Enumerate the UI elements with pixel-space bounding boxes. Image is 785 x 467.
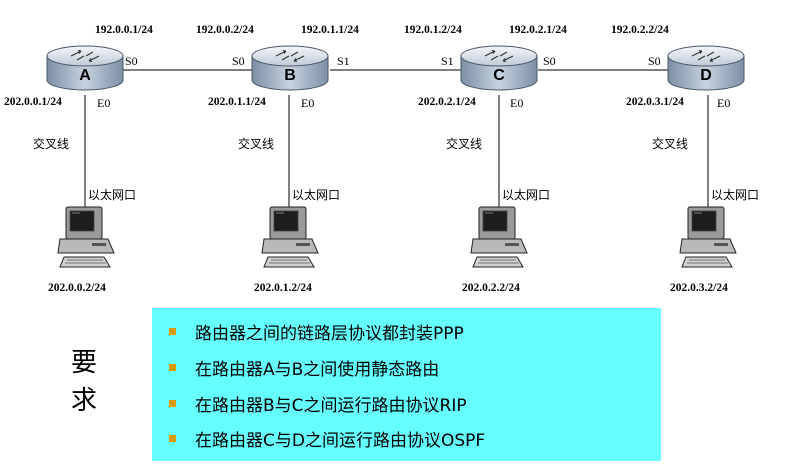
requirement-item: 在路由器B与C之间运行路由协议RIP <box>169 391 467 416</box>
router-b-port-s0: S0 <box>232 54 245 68</box>
bullet-icon <box>169 327 176 335</box>
cable-label-c: 交叉线 <box>446 137 483 151</box>
bullet-icon <box>169 399 176 407</box>
router-b-port-s1: S1 <box>337 54 350 68</box>
cable-label-b: 交叉线 <box>238 137 275 151</box>
router-c-eth-ip: 202.0.2.1/24 <box>418 96 476 108</box>
requirement-item: 在路由器A与B之间使用静态路由 <box>169 355 440 380</box>
router-c-port-e0: E0 <box>510 96 524 110</box>
pc-d-icon <box>679 206 737 268</box>
router-c-s1-ip: 192.0.1.2/24 <box>404 24 462 36</box>
router-a-port-s0: S0 <box>125 54 138 68</box>
router-b-label: B <box>284 67 296 84</box>
requirements-title: 要求 <box>70 348 97 416</box>
host-a-ip: 202.0.0.2/24 <box>48 282 106 294</box>
router-a-serial-ip: 192.0.0.1/24 <box>95 24 153 36</box>
router-d-eth-ip: 202.0.3.1/24 <box>626 96 684 108</box>
host-d-ip: 202.0.3.2/24 <box>670 282 728 294</box>
pc-c-icon <box>470 206 528 268</box>
interface-label-a: 以太网口 <box>88 188 137 202</box>
interface-label-b: 以太网口 <box>292 188 341 202</box>
router-d-port-e0: E0 <box>717 96 731 110</box>
requirement-item: 在路由器C与D之间运行路由协议OSPF <box>169 426 486 451</box>
requirements-box: 路由器之间的链路层协议都封装PPP 在路由器A与B之间使用静态路由 在路由器B与… <box>152 308 661 461</box>
router-a-label: A <box>79 67 91 84</box>
router-b-s1-ip: 192.0.1.1/24 <box>301 24 359 36</box>
router-d-label: D <box>700 67 712 84</box>
router-a-eth-ip: 202.0.0.1/24 <box>4 96 62 108</box>
pc-a-icon <box>57 206 115 268</box>
router-d-serial-ip: 192.0.2.2/24 <box>611 24 669 36</box>
router-c-port-s1: S1 <box>441 54 454 68</box>
router-b-s0-ip: 192.0.0.2/24 <box>196 24 254 36</box>
requirement-text: 在路由器A与B之间使用静态路由 <box>195 359 440 380</box>
requirement-item: 路由器之间的链路层协议都封装PPP <box>169 319 464 344</box>
interface-label-c: 以太网口 <box>502 188 551 202</box>
router-a-port-e0: E0 <box>97 96 111 110</box>
router-c-s0-ip: 192.0.2.1/24 <box>509 24 567 36</box>
router-d-port-s0: S0 <box>648 54 661 68</box>
host-b-ip: 202.0.1.2/24 <box>254 282 312 294</box>
requirement-text: 路由器之间的链路层协议都封装PPP <box>195 323 464 344</box>
router-c-label: C <box>493 67 505 84</box>
requirement-text: 在路由器B与C之间运行路由协议RIP <box>195 395 467 416</box>
requirement-text: 在路由器C与D之间运行路由协议OSPF <box>195 430 486 451</box>
cable-label-d: 交叉线 <box>652 137 689 151</box>
router-c-port-s0: S0 <box>543 54 556 68</box>
interface-label-d: 以太网口 <box>711 188 760 202</box>
pc-b-icon <box>261 206 319 268</box>
cable-label-a: 交叉线 <box>33 137 70 151</box>
router-b-port-e0: E0 <box>301 96 315 110</box>
bullet-icon <box>169 434 176 442</box>
host-c-ip: 202.0.2.2/24 <box>462 282 520 294</box>
router-b-eth-ip: 202.0.1.1/24 <box>208 96 266 108</box>
bullet-icon <box>169 363 176 371</box>
